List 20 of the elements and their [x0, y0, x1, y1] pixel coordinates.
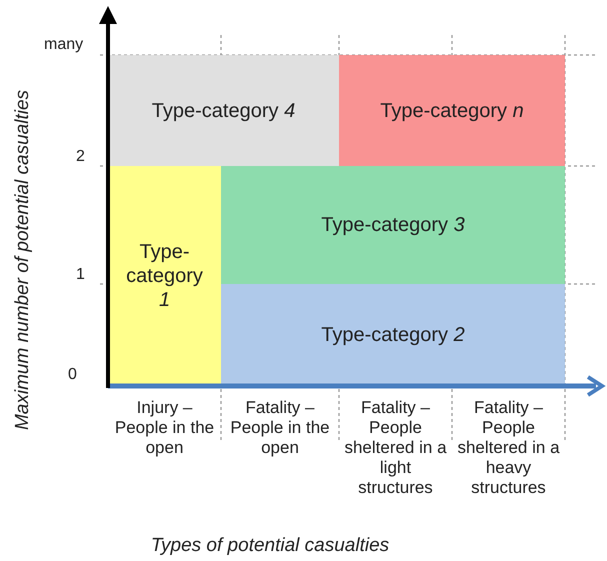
category-label: Type-category n	[380, 98, 524, 122]
category-label: Type-category 2	[321, 323, 465, 347]
tick-label: 0	[68, 365, 77, 385]
category-region	[339, 55, 565, 166]
category-label: Type-category 1	[126, 240, 203, 312]
category-region	[221, 284, 565, 386]
category-region	[108, 55, 339, 166]
column-label: Fatality – People sheltered in a heavy structures	[456, 398, 561, 498]
tick-label: 2	[76, 147, 85, 167]
x-axis-title: Types of potential casualties	[150, 536, 390, 556]
tick-label: many	[44, 35, 84, 55]
column-label: Fatality – People in the open	[229, 398, 331, 458]
category-region	[221, 166, 565, 284]
column-label: Injury – People in the open	[114, 398, 215, 458]
column-label: Fatality – People sheltered in a light structures	[343, 398, 448, 498]
category-region	[108, 166, 221, 386]
tick-label: 1	[76, 265, 85, 285]
y-axis-title: Maximum number of potential casualties	[13, 88, 33, 432]
category-label: Type-category 3	[321, 213, 465, 237]
category-label: Type-category 4	[152, 98, 296, 122]
